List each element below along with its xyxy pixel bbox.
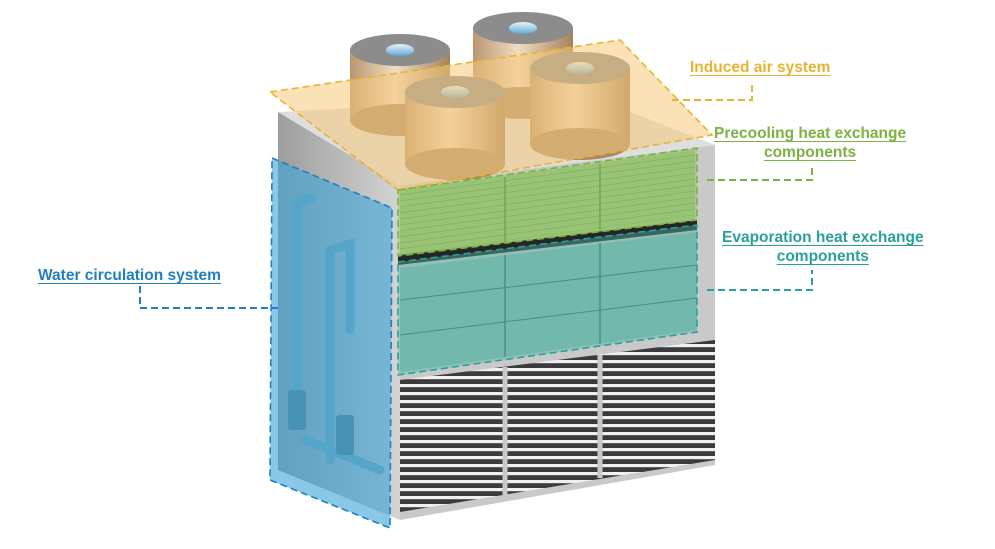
label-water-text: Water circulation system	[38, 267, 221, 284]
induced-air-overlay	[268, 39, 714, 191]
precooling-overlay	[397, 147, 698, 257]
leader-lines	[139, 81, 813, 309]
label-evaporation-line2: components	[776, 248, 869, 265]
leader-water	[139, 286, 278, 309]
label-water-circulation-system: Water circulation system	[38, 266, 221, 285]
evaporation-section	[399, 232, 698, 372]
label-precooling-line1: Precooling heat exchange	[714, 125, 907, 142]
evaporation-overlay	[397, 224, 698, 376]
water-circulation-overlay	[269, 156, 393, 530]
leader-induced-air	[672, 81, 753, 101]
label-precooling-components: Precooling heat exchange components	[714, 124, 906, 162]
label-induced-air-text: Induced air system	[690, 59, 831, 76]
leader-evaporation	[707, 270, 813, 291]
label-evaporation-components: Evaporation heat exchange components	[722, 228, 924, 266]
leader-precooling	[707, 166, 813, 181]
label-induced-air-system: Induced air system	[690, 58, 830, 77]
air-inlet-louvers	[400, 340, 715, 512]
label-precooling-line2: components	[763, 144, 857, 161]
label-evaporation-line1: Evaporation heat exchange	[722, 229, 924, 246]
